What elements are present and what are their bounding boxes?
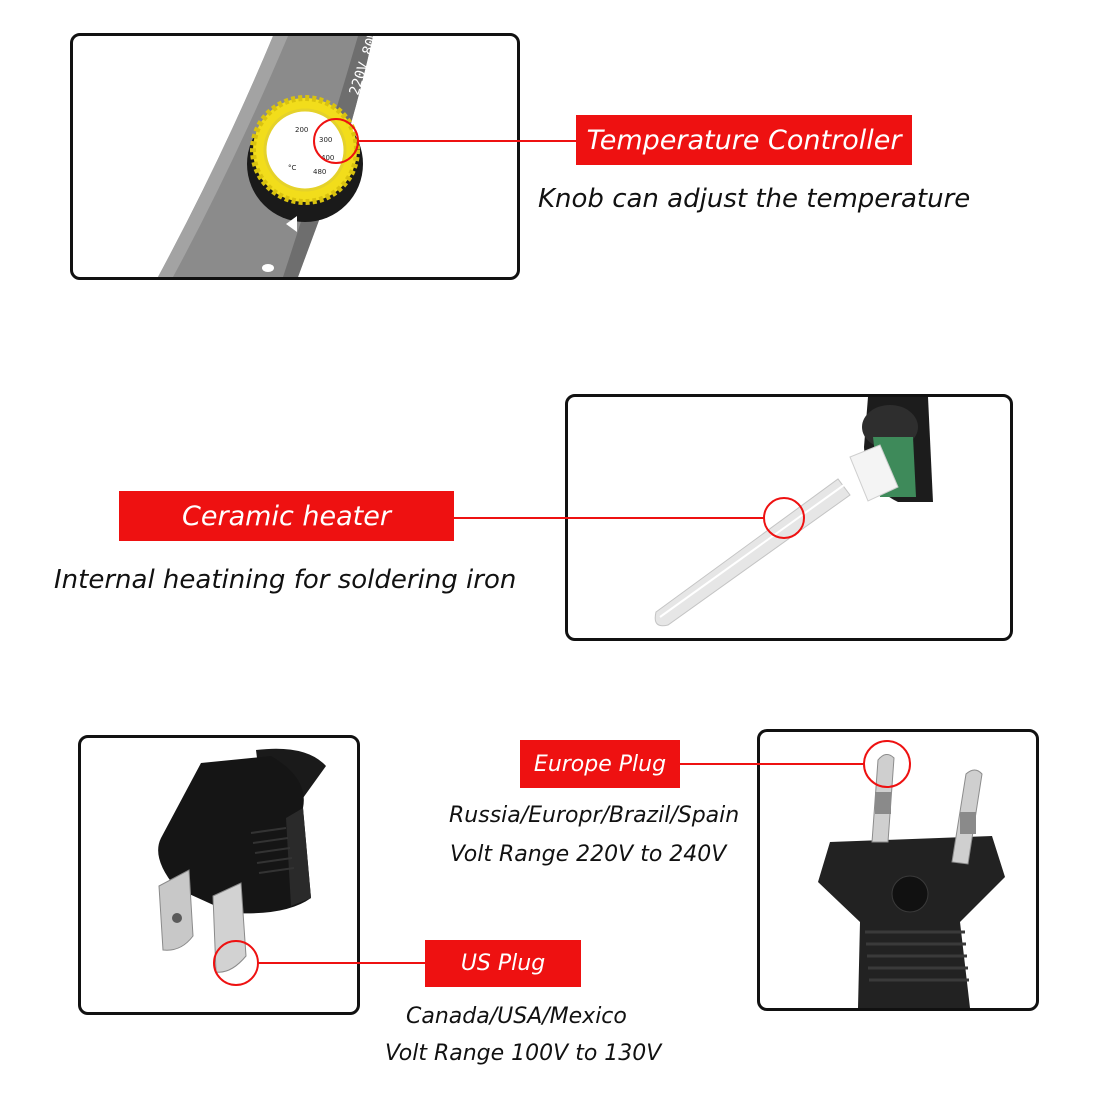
- arrow-mark: [286, 216, 297, 232]
- temperature-caption: Knob can adjust the temperature: [538, 184, 971, 214]
- svg-text:400: 400: [321, 154, 334, 162]
- us-plug-label: US Plug: [425, 940, 581, 987]
- svg-text:300: 300: [319, 136, 332, 144]
- europe-plug-body: [818, 836, 1005, 1008]
- ceramic-heater-photo-frame: [565, 394, 1013, 641]
- svg-text:200: 200: [295, 126, 308, 134]
- svg-text:°C: °C: [288, 164, 297, 172]
- svg-text:480: 480: [313, 168, 326, 176]
- us-prong-right: [212, 882, 247, 973]
- europe-plug-volt-range: Volt Range 220V to 240V: [450, 842, 727, 867]
- us-plug-body: [158, 756, 311, 914]
- europe-plug-countries: Russia/Europr/Brazil/Spain: [449, 803, 740, 828]
- ceramic-heater-caption: Internal heatining for soldering iron: [54, 565, 517, 595]
- europe-plug-photo-frame: [757, 729, 1039, 1011]
- europe-plug-photo: [818, 754, 1005, 1008]
- ceramic-heater-label: Ceramic heater: [119, 491, 454, 541]
- temperature-controller-label: Temperature Controller: [576, 115, 912, 165]
- europe-plug-label: Europe Plug: [520, 740, 680, 788]
- us-plug-photo: [158, 748, 326, 973]
- us-plug-countries: Canada/USA/Mexico: [406, 1004, 627, 1029]
- us-plug-volt-range: Volt Range 100V to 130V: [385, 1041, 662, 1066]
- us-prong-left: [158, 869, 194, 951]
- temperature-knob-photo-frame: 220V 80W60 200 300 400 480 °C: [70, 33, 520, 280]
- temperature-knob-photo: 220V 80W60 200 300 400 480 °C: [158, 36, 388, 277]
- ceramic-heater-photo: [654, 397, 933, 627]
- us-plug-photo-frame: [78, 735, 360, 1015]
